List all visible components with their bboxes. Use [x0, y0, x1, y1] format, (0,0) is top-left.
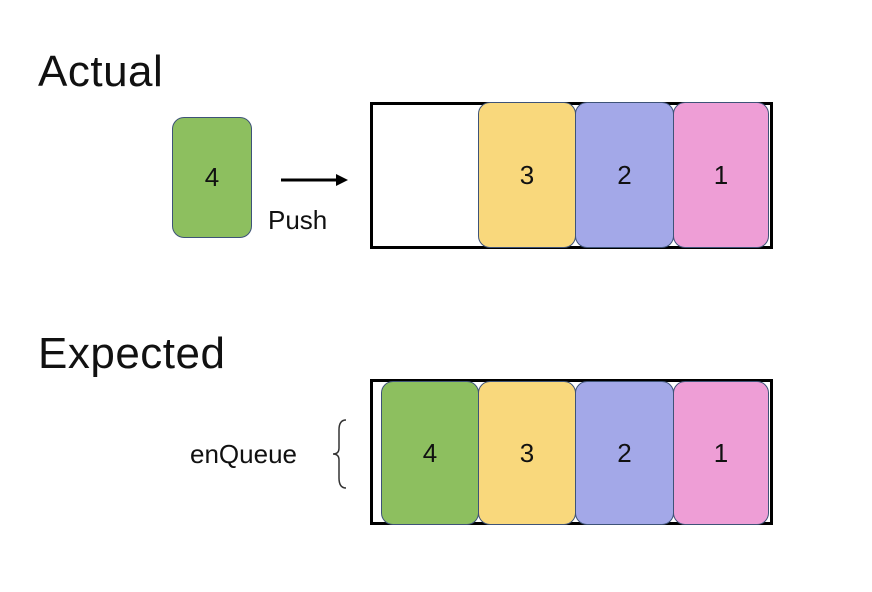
actual-queue-block-2: 2 [575, 102, 674, 248]
expected-queue-block-1: 1 [673, 381, 769, 525]
actual-queue-block-1: 1 [673, 102, 769, 248]
expected-queue-block-4: 4 [381, 381, 479, 525]
expected-queue-block-3: 3 [478, 381, 576, 525]
incoming-block-label: 4 [204, 162, 220, 192]
actual-title: Actual [38, 47, 164, 96]
block-label: 1 [713, 437, 729, 468]
incoming-block-4: 4 [172, 117, 252, 238]
block-label: 1 [713, 159, 729, 190]
block-label: 3 [519, 437, 535, 468]
block-label: 2 [617, 159, 632, 190]
push-arrow-icon [281, 174, 348, 186]
block-label: 2 [617, 437, 632, 468]
expected-queue-block-2: 2 [575, 381, 674, 525]
push-label: Push [268, 205, 328, 235]
enqueue-label: enQueue [190, 439, 297, 469]
left-brace-icon [332, 419, 347, 489]
block-label: 4 [422, 437, 438, 468]
block-label: 3 [519, 159, 535, 190]
expected-title: Expected [38, 329, 226, 378]
actual-queue-block-3: 3 [478, 102, 576, 248]
